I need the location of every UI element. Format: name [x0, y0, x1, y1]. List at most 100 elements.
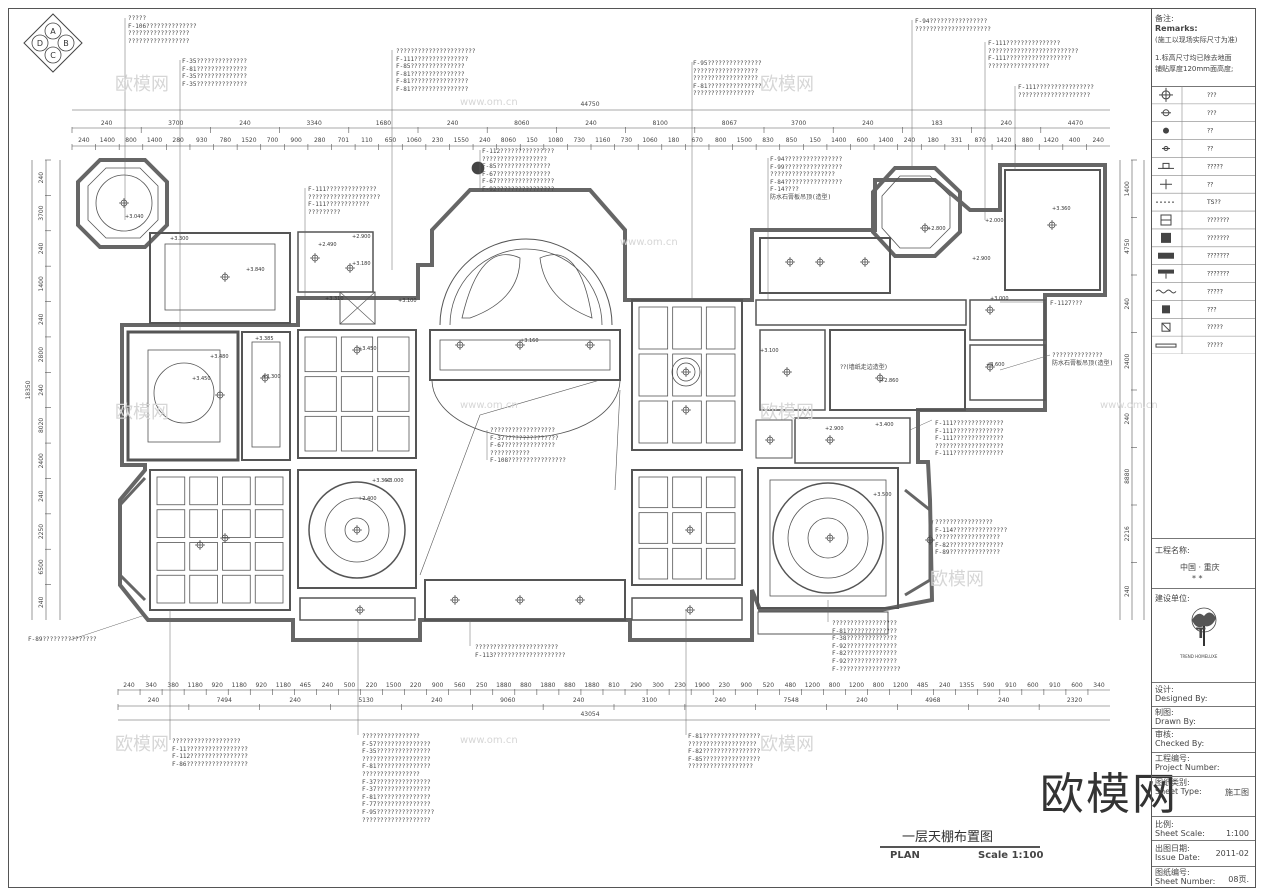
drawing-scale-label: Scale 1:100 — [978, 850, 1044, 861]
note-line: F-111?????????????? — [935, 420, 1004, 427]
curtain-track-icon: ????? — [1152, 288, 1255, 301]
note-line: F-111???????????? — [308, 201, 370, 209]
dimension-label: 183 — [931, 120, 943, 127]
note-right-mid: F-111??????????????F-111??????????????F-… — [935, 420, 1004, 458]
note-line: ?????????????????? — [832, 620, 898, 627]
elevation-marker: +3.600 — [986, 362, 1005, 368]
dimension-label: 1550 — [454, 137, 469, 144]
dimension-label: 240 — [38, 490, 45, 502]
legend-text: ??????? — [1207, 217, 1229, 224]
dimension-label: 800 — [125, 137, 137, 144]
note-center-right: F-94????????????????F-99????????????????… — [770, 156, 842, 202]
legend-text: ?? — [1207, 181, 1213, 188]
dimension-label: 485 — [917, 682, 929, 689]
legend-text: TS?? — [1206, 199, 1221, 206]
elevation-marker: +3.310 — [325, 296, 344, 302]
title-block: 备注: Remarks: (施工以现场实际尺寸为准) 1.标高尺寸均已除去地面 … — [1151, 8, 1255, 886]
watermark-4: 欧模网 — [760, 402, 814, 423]
logo-letter: T — [1196, 626, 1206, 642]
note-line: ????? — [128, 15, 147, 22]
note-bottom-left: F-89??????????????? — [28, 636, 97, 644]
elevation-marker: +2.000 — [985, 218, 1004, 224]
note-line: F-85??????????????? — [396, 63, 465, 71]
coffer-panel — [189, 574, 218, 604]
project-row — [1152, 538, 1255, 539]
wall-light-icon: ????? — [1152, 162, 1255, 176]
note-line: F-81??????????????? — [362, 793, 431, 801]
legend-text: ??????? — [1207, 253, 1229, 260]
coffer-panel — [189, 509, 218, 538]
dimension-label: 1500 — [737, 137, 752, 144]
dimension-label: 331 — [951, 137, 963, 144]
note-line: F-81?????????????? — [182, 65, 248, 73]
note-line: ?????????????????? — [693, 67, 759, 75]
legend-shape — [1162, 162, 1170, 169]
legend-table: ?????????????????TS?????????????????????… — [1152, 86, 1255, 354]
strip-light-icon: TS?? — [1152, 199, 1255, 212]
note-line: F-111???????????????? — [1018, 84, 1094, 91]
coffer-panel — [705, 353, 736, 397]
dimension-label: 8067 — [722, 120, 737, 127]
dimension-label: 1200 — [849, 682, 864, 689]
leader-line — [69, 614, 146, 641]
dimension-label: 2216 — [1124, 526, 1131, 541]
note-left-1: F-111??????????????????????????????????F… — [308, 186, 380, 216]
compass-d: D — [37, 39, 43, 48]
ceiling-plan-drawing: +3.040+3.300+3.840+2.490+2.900+3.180+3.1… — [25, 18, 1145, 740]
dimension-label: 910 — [1049, 682, 1061, 689]
legend-shape — [1161, 322, 1171, 332]
scale-cn: 比例: — [1155, 820, 1174, 829]
dimension-label: 830 — [762, 137, 774, 144]
dimension-label: 800 — [873, 682, 885, 689]
elevation-marker: +3.500 — [873, 492, 892, 498]
note-line: F-95??????????????? — [693, 60, 762, 67]
dimension-label: 1400 — [878, 137, 893, 144]
elevation-marker: +2.900 — [972, 256, 991, 262]
note-line: F-114??????????????? — [935, 526, 1008, 534]
note-line: F-111??????????????? — [396, 55, 469, 63]
elevation-marker: +2.900 — [352, 234, 371, 240]
dimension-label: 730 — [621, 137, 633, 144]
dimension-label: 900 — [741, 682, 753, 689]
dimension-label: 910 — [1005, 682, 1017, 689]
note-line: ??????????????????? — [362, 816, 431, 824]
dimension-label: 7548 — [784, 697, 799, 704]
dimension-total: 18350 — [25, 380, 32, 399]
elevation-marker: +3.360 — [372, 478, 391, 484]
elevation-marker: +3.180 — [352, 261, 371, 267]
dimension-label: 340 — [1093, 682, 1105, 689]
coffer-panel — [672, 400, 702, 444]
legend-shape — [1158, 269, 1174, 274]
elevation-marker: +3.100 — [760, 348, 779, 354]
note-right-side: ??????????????防水石膏板吊顶(造型) — [1052, 352, 1113, 367]
dimension-label: 600 — [1027, 682, 1039, 689]
note-line: F-94???????????????? — [915, 18, 988, 25]
dimension-label: 810 — [608, 682, 620, 689]
dimension-label: 380 — [167, 682, 179, 689]
dimension-label: 1200 — [805, 682, 820, 689]
note-line: F-67??????????????? — [482, 170, 551, 178]
coffer-panel — [254, 476, 284, 506]
legend-text: ????? — [1207, 163, 1223, 170]
drawing-plan-label: PLAN — [890, 850, 920, 861]
note-line: 防水石膏板吊顶(造型) — [770, 193, 832, 201]
dimension-label: 240 — [856, 697, 868, 704]
note-line: ?????????????????? — [490, 427, 556, 434]
dimension-label: 465 — [300, 682, 312, 689]
note-line: F-82??????????????? — [935, 541, 1004, 549]
watermark-url-1: www.om.cn — [460, 97, 518, 108]
dimension-label: 240 — [1092, 137, 1104, 144]
note-below-right: F-81???????????????????????????????????F… — [688, 733, 760, 771]
note-line: F-111?????????????????? — [988, 55, 1072, 63]
coffer-panel — [254, 574, 284, 604]
dimension-label: 870 — [975, 137, 987, 144]
projno-row — [1152, 752, 1255, 753]
dimension-label: 900 — [432, 682, 444, 689]
coffer-panel — [222, 574, 251, 604]
checked-en: Checked By: — [1155, 739, 1205, 748]
sheetno-value: 08页. — [1228, 875, 1249, 884]
legend-text: ????? — [1207, 288, 1223, 295]
compass-a: A — [50, 27, 56, 36]
note-line: 防水石膏板吊顶(造型) — [1052, 359, 1114, 367]
watermark-1: 欧模网 — [115, 74, 169, 95]
